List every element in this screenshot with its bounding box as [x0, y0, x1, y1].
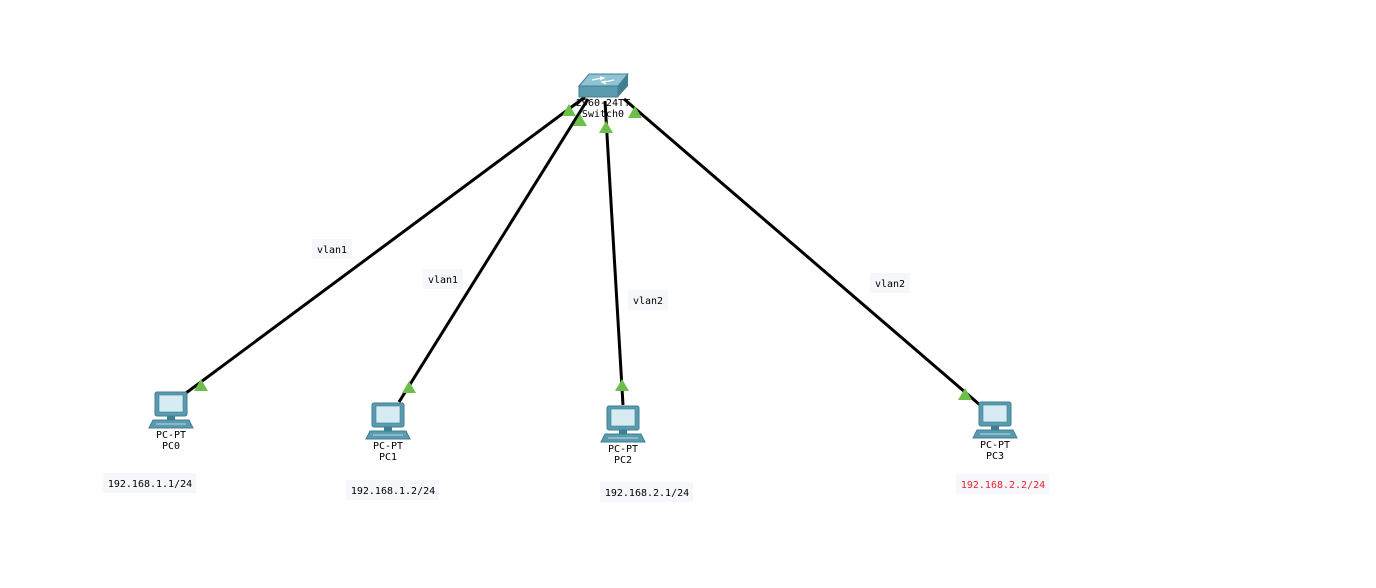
link-pc2-switch[interactable] — [603, 100, 625, 406]
pc-device-pc1[interactable]: PC-PT PC1 — [365, 402, 411, 463]
vlan-note-pc3[interactable]: vlan2 — [870, 273, 910, 293]
ip-note-pc3[interactable]: 192.168.2.2/24 — [956, 474, 1049, 494]
vlan-note-pc2[interactable]: vlan2 — [628, 290, 668, 310]
port-indicators — [194, 104, 972, 400]
pc-model-label: PC-PT — [373, 441, 403, 452]
vlan-note-text: vlan1 — [317, 245, 347, 256]
vlan-note-text: vlan2 — [633, 296, 663, 307]
link-pc0-switch[interactable] — [185, 95, 586, 395]
port-up-icon — [573, 114, 587, 126]
pc-name-label: PC2 — [614, 455, 632, 466]
pc-name-label: PC0 — [162, 441, 180, 452]
ip-note-text: 192.168.2.2/24 — [961, 480, 1045, 491]
pc-icon — [972, 401, 1018, 439]
pc-model-label: PC-PT — [980, 440, 1010, 451]
pc-device-pc3[interactable]: PC-PT PC3 — [972, 401, 1018, 462]
switch-device[interactable]: 2960-24TT Switch0 — [576, 73, 630, 120]
vlan-note-text: vlan1 — [428, 275, 458, 286]
port-up-icon — [402, 381, 416, 393]
ip-note-text: 192.168.1.1/24 — [108, 479, 192, 490]
pc-device-pc0[interactable]: PC-PT PC0 — [148, 391, 194, 452]
pc-model-label: PC-PT — [156, 430, 186, 441]
port-up-icon — [562, 104, 576, 116]
port-up-icon — [194, 379, 208, 391]
ip-note-pc2[interactable]: 192.168.2.1/24 — [600, 482, 693, 502]
pc-icon — [148, 391, 194, 429]
port-up-icon — [599, 121, 613, 133]
pc-name-label: PC1 — [379, 452, 397, 463]
pc-icon — [365, 402, 411, 440]
vlan-note-pc1[interactable]: vlan1 — [423, 269, 463, 289]
switch-model-label: 2960-24TT — [576, 98, 630, 109]
link-pc3-switch[interactable] — [623, 97, 981, 407]
ip-note-text: 192.168.2.1/24 — [605, 488, 689, 499]
port-up-icon — [628, 106, 642, 118]
pc-model-label: PC-PT — [608, 444, 638, 455]
vlan-note-text: vlan2 — [875, 279, 905, 290]
pc-name-label: PC3 — [986, 451, 1004, 462]
pc-icon — [600, 405, 646, 443]
links — [185, 95, 981, 407]
switch-name-label: Switch0 — [582, 109, 624, 120]
ip-note-pc0[interactable]: 192.168.1.1/24 — [103, 473, 196, 493]
vlan-note-pc0[interactable]: vlan1 — [312, 239, 352, 259]
link-pc1-switch[interactable] — [397, 98, 590, 403]
switch-icon — [577, 73, 630, 98]
port-up-icon — [615, 379, 629, 391]
port-up-icon — [958, 388, 972, 400]
ip-note-text: 192.168.1.2/24 — [351, 486, 435, 497]
ip-note-pc1[interactable]: 192.168.1.2/24 — [346, 480, 439, 500]
pc-device-pc2[interactable]: PC-PT PC2 — [600, 405, 646, 466]
